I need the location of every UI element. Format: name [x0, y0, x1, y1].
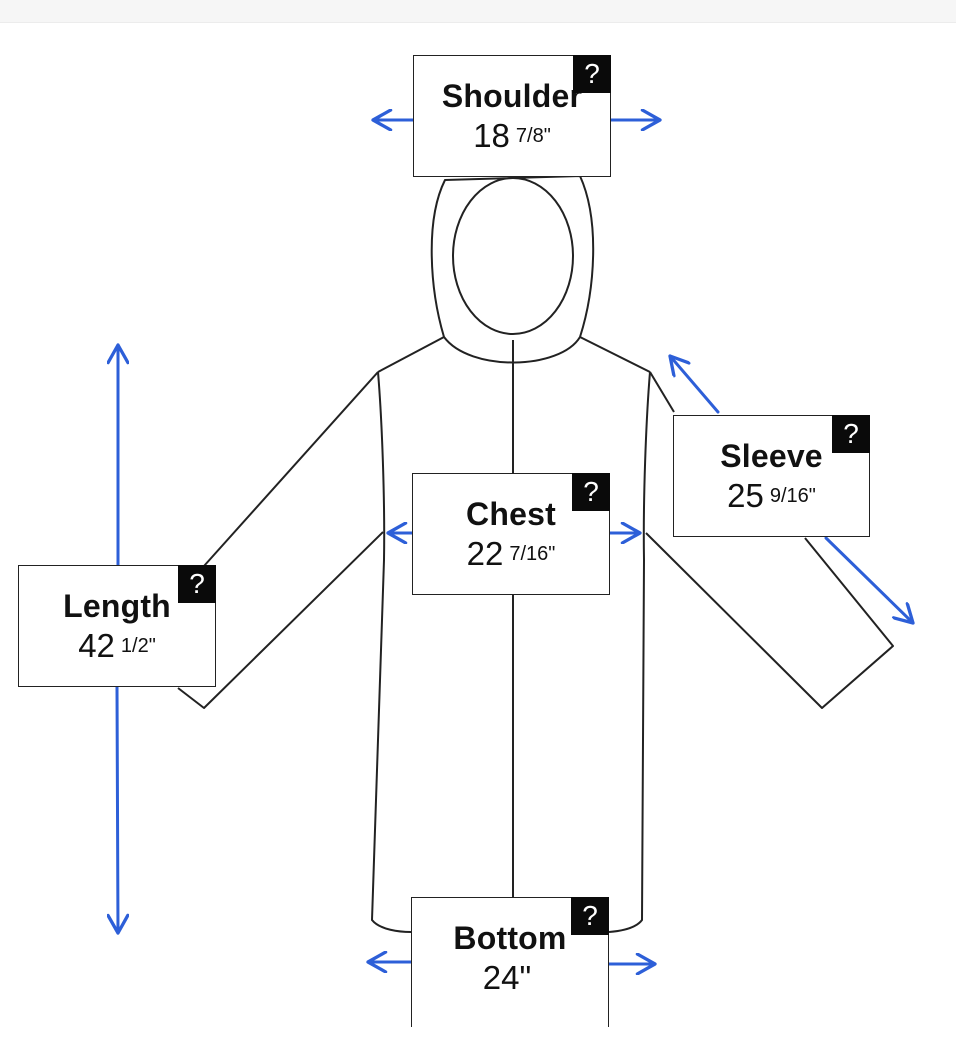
help-icon[interactable]: ? [571, 897, 609, 935]
left-arm-top [203, 371, 379, 567]
hood-inner [452, 177, 574, 335]
top-bar [0, 0, 956, 23]
shoulder-whole: 18 [473, 117, 510, 154]
bottom-card: Bottom 24" ? [411, 897, 609, 1027]
help-icon[interactable]: ? [573, 55, 611, 93]
left-shoulder [377, 336, 445, 373]
body-right [608, 371, 651, 933]
bottom-label: Bottom [453, 920, 567, 956]
body-left [371, 371, 412, 933]
left-arm-bottom [177, 531, 384, 709]
coat-outline-icon [177, 175, 894, 933]
bottom-whole: 24" [482, 959, 532, 996]
length-whole: 42 [78, 627, 115, 664]
chest-label: Chest [466, 496, 556, 532]
length-fraction: 1/2" [120, 635, 156, 657]
bottom-value: 24" [412, 960, 608, 996]
right-arm-top [649, 371, 675, 413]
length-arrow-bottom [117, 685, 118, 933]
sleeve-whole: 25 [727, 477, 764, 514]
sleeve-label: Sleeve [720, 438, 823, 474]
shoulder-label: Shoulder [441, 78, 583, 114]
right-arm-bottom [645, 532, 894, 709]
right-shoulder [579, 336, 651, 373]
shoulder-fraction: 7/8" [515, 125, 551, 147]
length-label: Length [63, 588, 171, 624]
help-icon[interactable]: ? [572, 473, 610, 511]
chest-whole: 22 [466, 535, 504, 572]
help-icon[interactable]: ? [178, 565, 216, 603]
sleeve-fraction: 9/16" [769, 485, 816, 507]
help-icon[interactable]: ? [832, 415, 870, 453]
sleeve-arrow-bottom [824, 536, 913, 623]
sleeve-arrow-top [670, 356, 720, 414]
arrows [117, 120, 913, 964]
chest-fraction: 7/16" [509, 543, 556, 565]
